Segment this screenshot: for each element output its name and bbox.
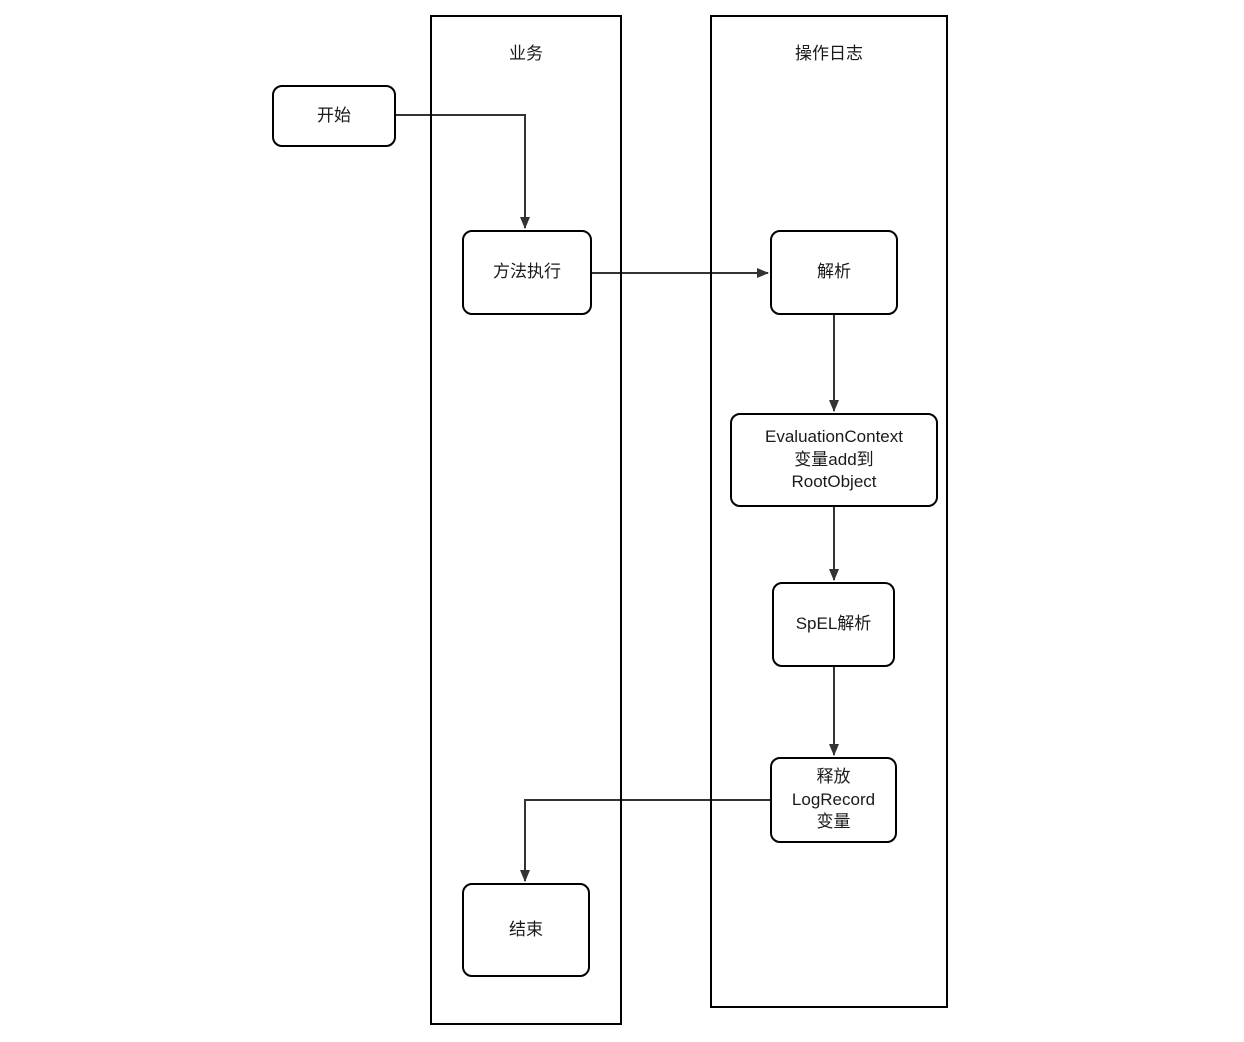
node-parse: 解析 — [770, 230, 898, 315]
node-spel-parse: SpEL解析 — [772, 582, 895, 667]
node-end: 结束 — [462, 883, 590, 977]
node-evaluation-context: EvaluationContext 变量add到 RootObject — [730, 413, 938, 507]
swimlane-operation-log-title: 操作日志 — [795, 44, 863, 63]
node-method-execute: 方法执行 — [462, 230, 592, 315]
node-release-logrecord: 释放 LogRecord 变量 — [770, 757, 897, 843]
swimlane-business-title: 业务 — [509, 44, 543, 63]
swimlane-business: 业务 — [430, 15, 622, 1025]
swimlane-operation-log: 操作日志 — [710, 15, 948, 1008]
node-start: 开始 — [272, 85, 396, 147]
